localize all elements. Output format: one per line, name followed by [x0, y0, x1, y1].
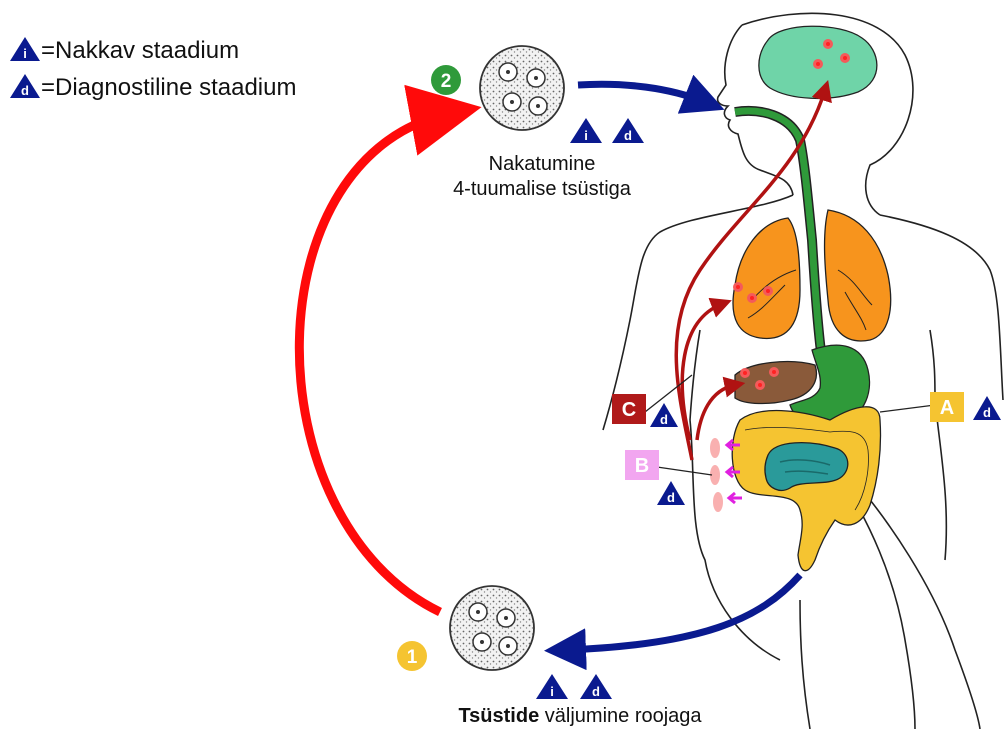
large-intestine: [732, 407, 880, 571]
svg-text:d: d: [983, 405, 991, 420]
diagnostic-stage-icon: d: [10, 74, 40, 98]
diagnostic-stage-icon: d: [612, 118, 644, 143]
infection-caption-line2: 4-tuumalise tsüstiga: [453, 178, 632, 200]
excretion-caption-rest: väljumine roojaga: [539, 705, 702, 727]
svg-text:d: d: [667, 490, 675, 505]
stage-2-badge: 2: [431, 65, 461, 95]
liver: [735, 362, 816, 404]
site-label-b: B d: [625, 450, 712, 505]
excretion-caption-bold: Tsüstide: [458, 705, 539, 727]
cyst-image: [450, 586, 534, 670]
svg-text:d: d: [21, 83, 29, 98]
svg-text:2: 2: [441, 71, 452, 92]
svg-text:i: i: [23, 46, 27, 61]
svg-text:d: d: [624, 128, 632, 143]
excretion-caption: Tsüstide väljumine roojaga: [458, 705, 702, 727]
infective-stage-icon: i: [536, 674, 568, 699]
svg-text:A: A: [940, 397, 954, 419]
diagnostic-stage-icon: d: [650, 403, 678, 427]
brain: [759, 26, 877, 98]
svg-text:d: d: [660, 412, 668, 427]
diagnostic-stage-icon: d: [973, 396, 1001, 420]
legend-diagnostic-label: =Diagnostiline staadium: [41, 74, 296, 101]
infective-stage-icon: i: [570, 118, 602, 143]
ingestion-arrow: [578, 84, 705, 102]
legend-infective-label: =Nakkav staadium: [41, 37, 239, 64]
legend: i =Nakkav staadium d =Diagnostiline staa…: [10, 37, 296, 101]
cyst-image: [480, 46, 564, 130]
infective-stage-icon: i: [10, 37, 40, 61]
stage-1-excretion: 1 i d Tsüstide väljumine roojaga: [397, 586, 702, 727]
svg-text:1: 1: [407, 647, 418, 668]
legend-infective: i =Nakkav staadium: [10, 37, 239, 64]
svg-text:B: B: [635, 455, 649, 477]
legend-diagnostic: d =Diagnostiline staadium: [10, 74, 296, 101]
svg-text:d: d: [592, 684, 600, 699]
diagnostic-stage-icon: d: [657, 481, 685, 505]
excretion-arrow: [565, 575, 800, 650]
site-label-a: A d: [880, 392, 1001, 422]
infection-caption-line1: Nakatumine: [489, 153, 596, 175]
stage-1-badge: 1: [397, 641, 427, 671]
svg-text:C: C: [622, 399, 636, 421]
transmission-cycle-arrow: [299, 112, 455, 612]
svg-text:i: i: [550, 684, 554, 699]
diagnostic-stage-icon: d: [580, 674, 612, 699]
svg-text:i: i: [584, 128, 588, 143]
stage-2-infection: 2 i d Nakatumine 4-tuumalise tsüstiga: [431, 46, 644, 200]
